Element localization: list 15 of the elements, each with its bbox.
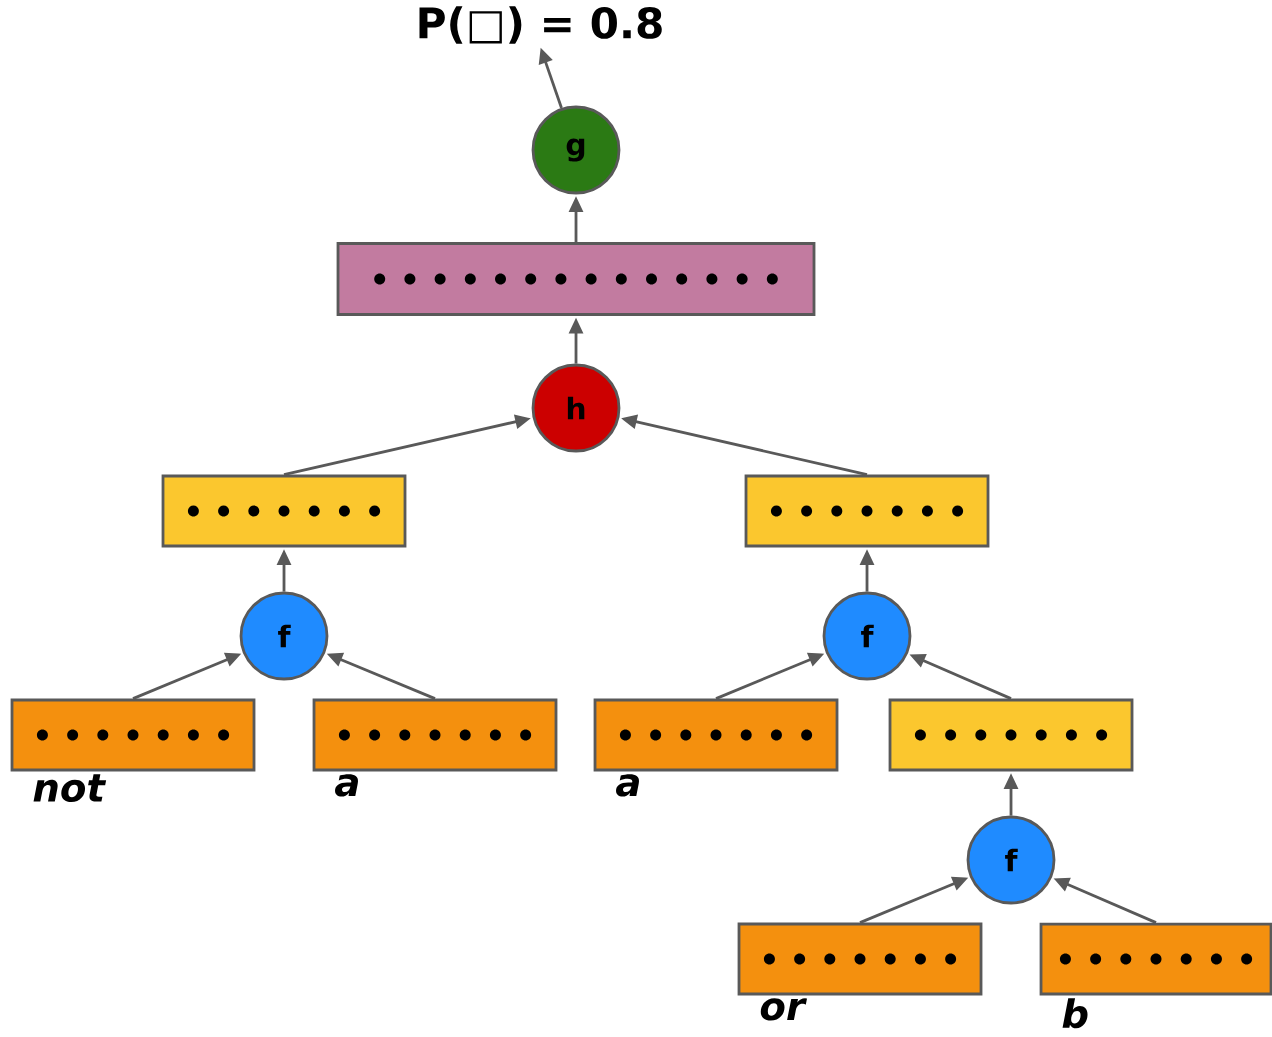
vector-bar — [312, 698, 558, 772]
vector-bar — [161, 474, 407, 548]
vector-bar — [737, 922, 983, 996]
word-label: or — [760, 998, 807, 1021]
vector-bar — [10, 698, 256, 772]
vector-bar — [593, 698, 839, 772]
vector-bar — [1039, 922, 1272, 996]
vector-bar — [888, 698, 1134, 772]
vector-bar — [744, 474, 990, 548]
word-label: a — [616, 774, 639, 797]
vector-bar — [336, 242, 816, 316]
output-label: P(□) = 0.8 — [419, 6, 662, 44]
word-label: b — [1062, 998, 1088, 1029]
word-label: a — [335, 774, 358, 797]
word-label: not — [33, 774, 107, 803]
